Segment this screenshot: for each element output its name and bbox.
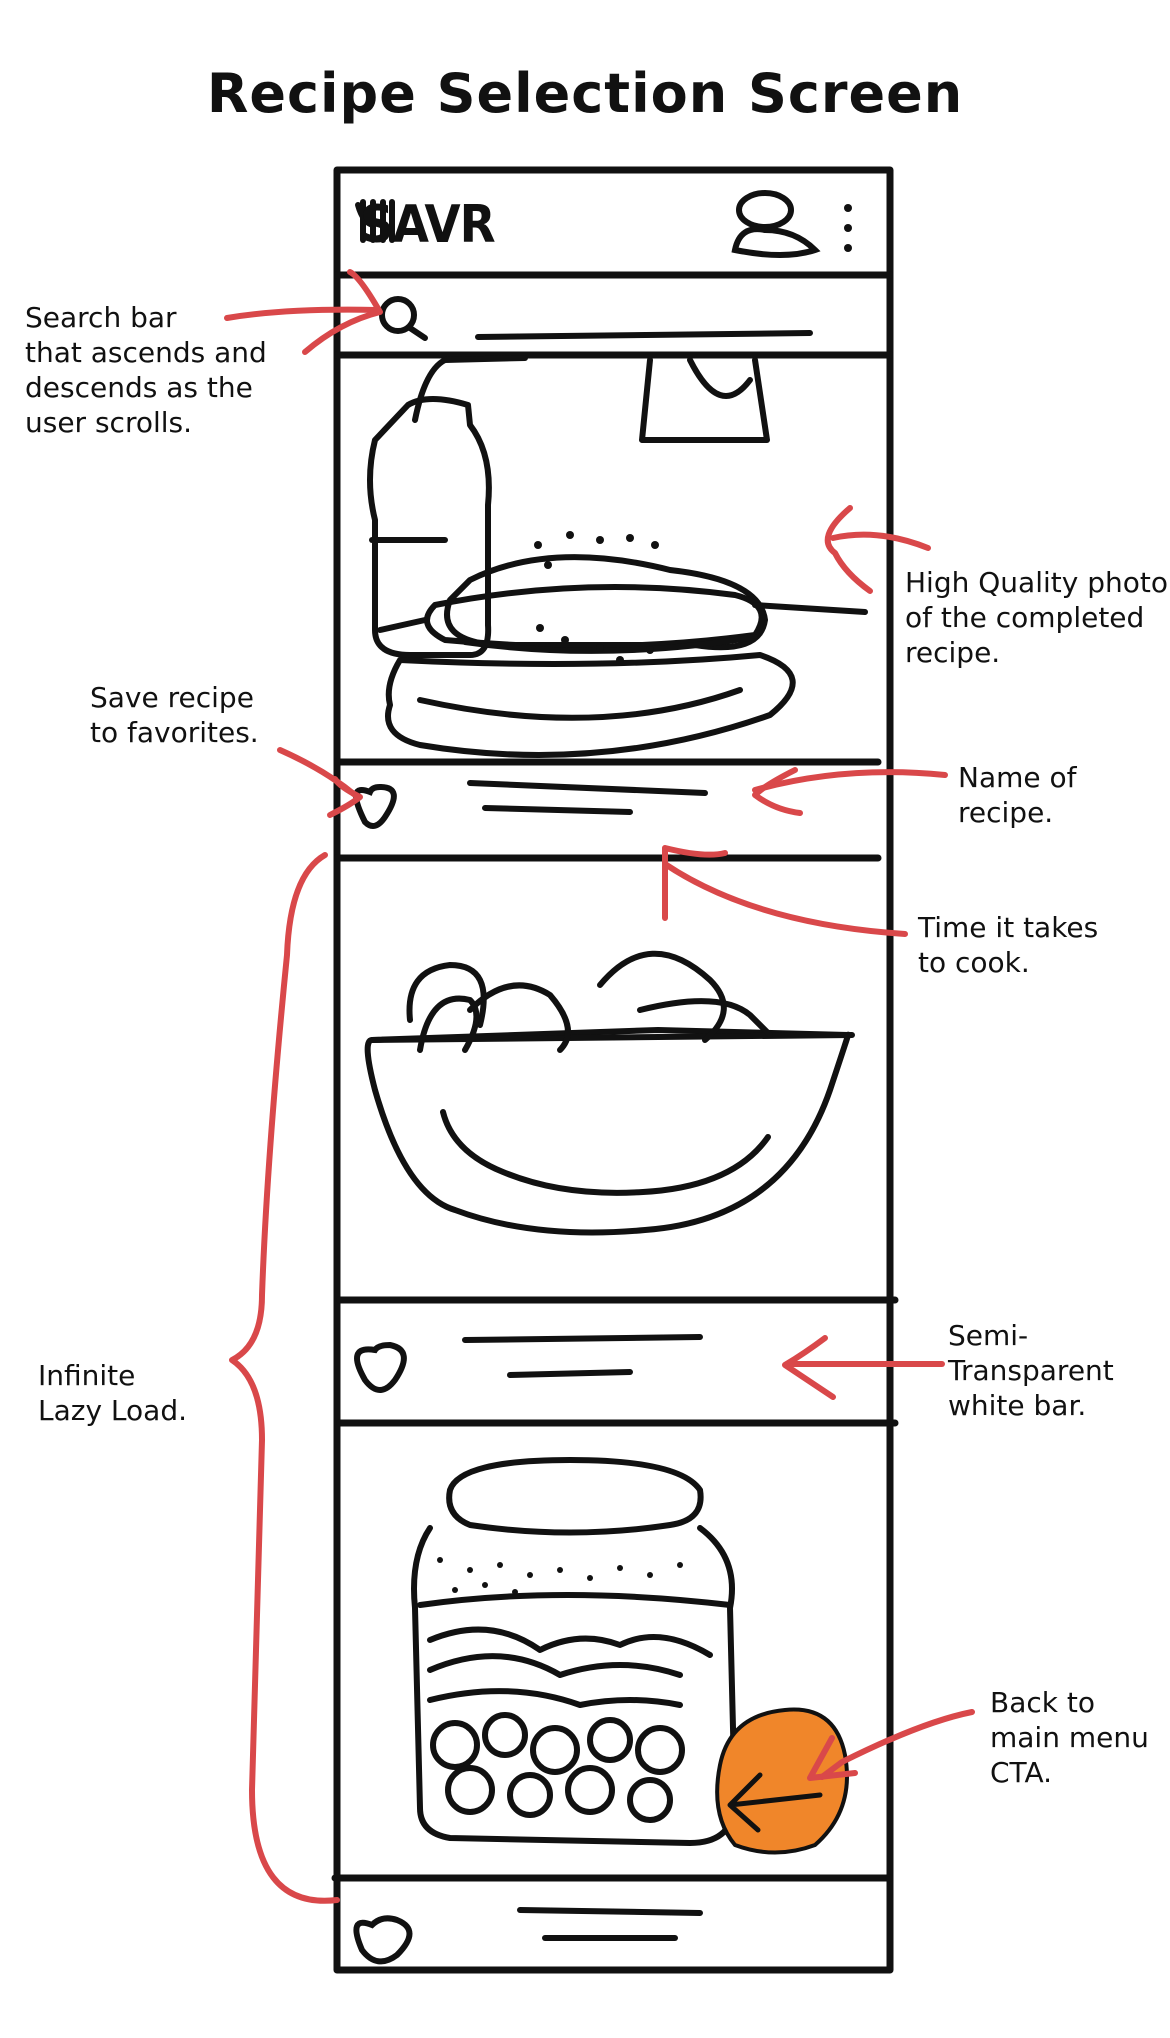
recipe-card-1[interactable] [340, 358, 885, 758]
recipe-card-2[interactable] [340, 862, 885, 1297]
annotation-name: Name of recipe. [958, 761, 1077, 829]
more-menu-button[interactable] [835, 195, 865, 260]
back-to-menu-button[interactable] [715, 1705, 855, 1845]
favorite-button-1[interactable] [350, 775, 410, 835]
recipe-photo-3 [411, 1457, 738, 1846]
recipe-photo-2 [364, 950, 855, 1236]
annotation-save: Save recipe to favorites. [90, 681, 259, 749]
annotation-semi-transparent: Semi- Transparent white bar. [948, 1319, 1114, 1422]
phone-frame [333, 166, 894, 1974]
annotation-search-bar: Search bar that ascends and descends as … [25, 301, 267, 439]
heart-icon [353, 1915, 413, 1965]
profile-button[interactable] [725, 190, 825, 260]
favorite-button-3[interactable] [350, 1905, 410, 1965]
heart-icon [354, 1341, 407, 1393]
heart-icon [353, 783, 397, 829]
annotation-back-cta: Back to main menu CTA. [990, 1686, 1149, 1789]
annotation-photo: High Quality photo of the completed reci… [905, 566, 1168, 669]
search-bar[interactable] [340, 280, 885, 352]
recipe-photo-1 [367, 355, 868, 758]
annotation-time: Time it takes to cook. [918, 911, 1099, 979]
annotation-infinite-load: Infinite Lazy Load. [38, 1359, 187, 1427]
profile-icon [731, 190, 821, 258]
favorite-button-2[interactable] [350, 1335, 410, 1395]
page-title: Recipe Selection Screen [206, 62, 964, 125]
app-logo: SAVR [360, 195, 496, 255]
back-arrow-icon [715, 1707, 849, 1855]
fork-knife-icon [355, 199, 395, 243]
kebab-menu-icon [844, 204, 852, 252]
search-icon [379, 296, 428, 341]
